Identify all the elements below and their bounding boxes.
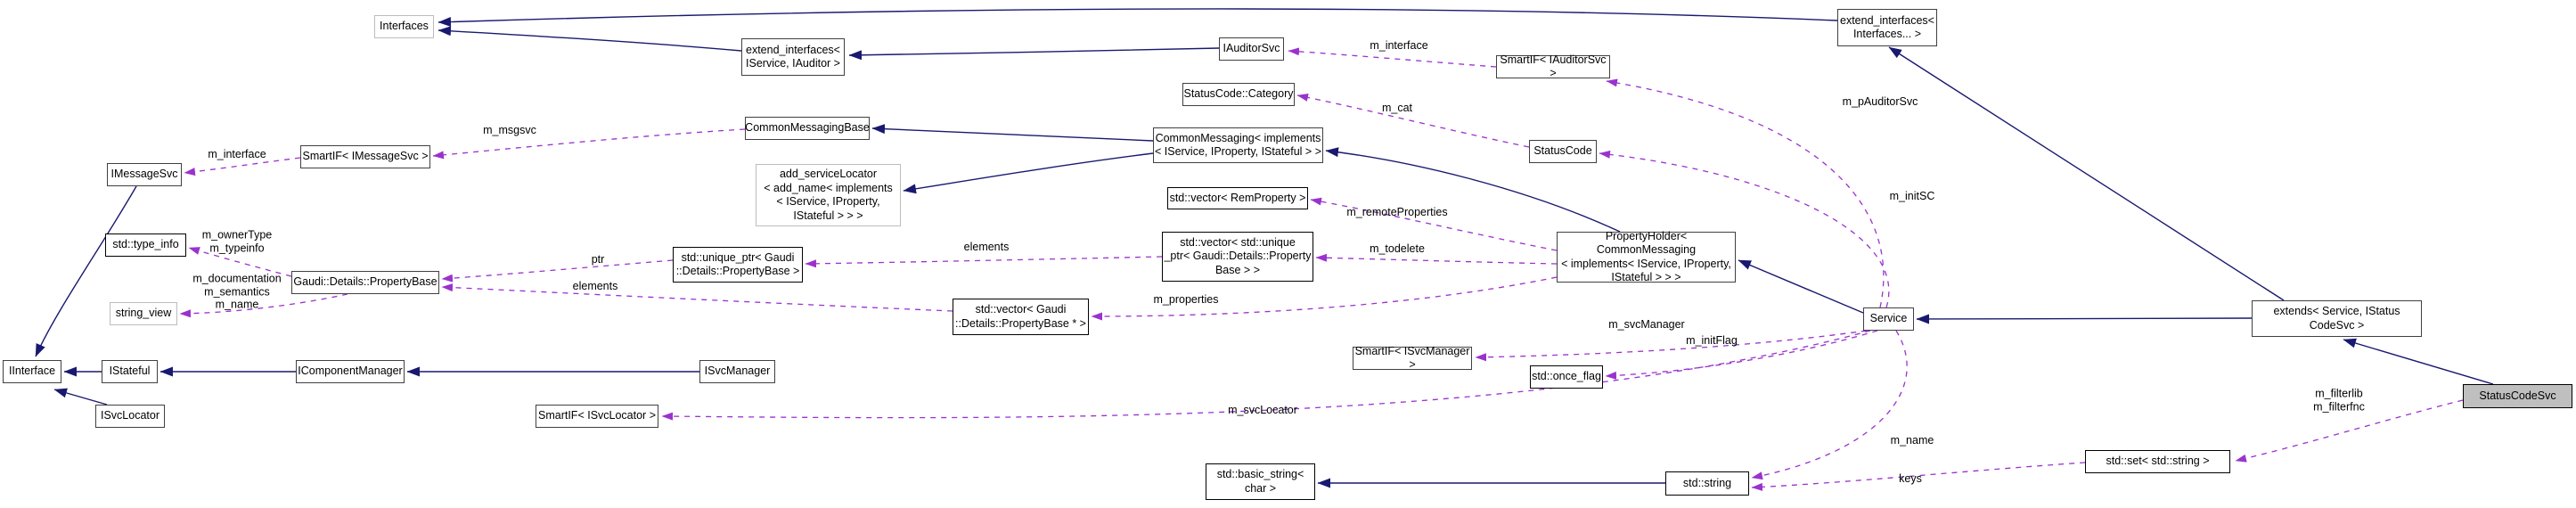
node-iinterface[interactable]: IInterface	[3, 360, 61, 383]
node-std-string[interactable]: std::string	[1665, 471, 1749, 496]
edge-label-smartif-imessagesvc-to-imessagesvc: m_interface	[208, 147, 266, 160]
node-isvcmanager[interactable]: ISvcManager	[699, 360, 775, 383]
edge-statuscodesvc-to-extends	[2343, 338, 2494, 385]
node-iauditorsvc[interactable]: IAuditorSvc	[1219, 37, 1284, 61]
edge-iauditorsvc-to-extend-interfaces	[848, 47, 1220, 61]
node-statuscode[interactable]: StatusCode	[1529, 140, 1597, 163]
node-propertybase[interactable]: Gaudi::Details::PropertyBase	[291, 271, 439, 294]
node-service[interactable]: Service	[1863, 307, 1914, 331]
node-set-string[interactable]: std::set< std::string >	[2085, 450, 2230, 473]
edge-label-statuscodesvc-to-set-string: m_filterlib m_filterfnc	[2313, 387, 2365, 414]
edge-label-propertybase-to-string-view: m_documentation m_semantics m_name	[192, 272, 282, 311]
edge-label-commonmessagingbase-to-smartif-imessagesvc: m_msgsvc	[483, 123, 536, 136]
edge-commonmessagingbase-to-smartif-imessagesvc	[432, 128, 746, 160]
edge-extend-interfaces-iservice-iauditor-to-interfaces	[438, 26, 742, 52]
node-vector-remproperty[interactable]: std::vector< RemProperty >	[1167, 187, 1308, 209]
edge-service-to-smartif-isvcmanager	[1475, 330, 1868, 362]
edge-label-service-to-once-flag: m_initFlag	[1686, 333, 1738, 347]
edge-label-vector-propertybase-ptr-to-propertybase: elements	[572, 279, 618, 292]
edge-service-to-smartif-isvclocator	[661, 330, 1871, 421]
edge-label-propertyholder-to-vector-propertybase-ptr: m_properties	[1153, 292, 1219, 306]
node-commonmessaging[interactable]: CommonMessaging< implements < IService, …	[1153, 127, 1323, 163]
edge-label-smartif-iauditorsvc-to-iauditorsvc: m_interface	[1370, 38, 1428, 52]
node-string-view: string_view	[110, 302, 177, 325]
node-unique-ptr[interactable]: std::unique_ptr< Gaudi ::Details::Proper…	[673, 247, 803, 283]
node-add-servicelocator: add_serviceLocator < add_name< implement…	[756, 164, 901, 226]
edge-vector-unique-ptr-to-unique-ptr	[805, 256, 1163, 268]
edge-smartif-imessagesvc-to-imessagesvc	[184, 157, 301, 176]
edge-label-propertyholder-to-vector-remproperty: m_remoteProperties	[1346, 205, 1448, 218]
edge-label-service-to-smartif-iauditorsvc: m_pAuditorSvc	[1842, 94, 1918, 108]
node-istateful[interactable]: IStateful	[102, 360, 158, 383]
edge-statuscodesvc-to-set-string	[2235, 399, 2464, 463]
edge-label-statuscode-to-category: m_cat	[1381, 101, 1413, 114]
node-statuscodesvc: StatusCodeSvc	[2463, 384, 2572, 408]
node-interfaces: Interfaces	[374, 15, 434, 38]
node-basic-string[interactable]: std::basic_string< char >	[1206, 463, 1315, 500]
node-commonmessagingbase[interactable]: CommonMessagingBase	[745, 117, 870, 140]
edge-commonmessaging-to-add-servicelocator	[903, 152, 1154, 194]
edge-isvclocator-to-iinterface	[53, 388, 108, 406]
edge-statuscode-to-category	[1296, 93, 1530, 148]
edge-label-service-to-std-string: m_name	[1890, 433, 1934, 447]
node-vector-propertybase-ptr[interactable]: std::vector< Gaudi ::Details::PropertyBa…	[953, 299, 1089, 335]
edge-vector-propertybase-ptr-to-propertybase	[441, 283, 953, 312]
edge-extends-to-service	[1916, 314, 2253, 324]
edge-label-service-to-statuscode: m_initSC	[1889, 189, 1935, 202]
edge-propertyholder-to-vector-unique-ptr	[1315, 253, 1558, 265]
edge-extends-to-extend-interfaces-interfaces	[1888, 46, 2285, 301]
node-icomponentmanager[interactable]: IComponentManager	[296, 360, 405, 383]
edge-imessagesvc-to-iinterface	[35, 185, 137, 357]
node-smartif-iauditorsvc[interactable]: SmartIF< IAuditorSvc >	[1496, 53, 1610, 79]
edge-commonmessaging-to-commonmessagingbase	[871, 124, 1154, 142]
edge-smartif-iauditorsvc-to-iauditorsvc	[1288, 47, 1497, 68]
edge-service-to-once-flag	[1605, 330, 1878, 380]
node-type-info[interactable]: std::type_info	[105, 234, 186, 257]
node-smartif-isvcmanager[interactable]: SmartIF< ISvcManager >	[1353, 345, 1472, 371]
edge-propertybase-to-type-info	[188, 247, 292, 277]
node-imessagesvc[interactable]: IMessageSvc	[107, 163, 182, 186]
edge-propertyholder-to-commonmessaging	[1325, 147, 1621, 233]
edge-set-string-to-std-string	[1751, 462, 2086, 491]
edge-label-propertyholder-to-vector-unique-ptr: m_todelete	[1370, 242, 1425, 255]
node-once-flag[interactable]: std::once_flag	[1530, 365, 1603, 389]
edge-label-set-string-to-std-string: keys	[1899, 471, 1922, 485]
node-smartif-isvclocator[interactable]: SmartIF< ISvcLocator >	[536, 405, 658, 428]
edge-label-service-to-smartif-isvclocator: m_svcLocator	[1228, 403, 1297, 416]
edge-extend-interfaces-interfaces-to-interfaces	[438, 8, 1838, 28]
node-vector-unique-ptr[interactable]: std::vector< std::unique _ptr< Gaudi::De…	[1162, 232, 1313, 282]
node-smartif-imessagesvc[interactable]: SmartIF< IMessageSvc >	[300, 145, 430, 168]
edge-propertyholder-to-vector-remproperty	[1310, 197, 1558, 251]
edge-service-to-propertyholder	[1738, 259, 1864, 314]
node-isvclocator[interactable]: ISvcLocator	[95, 405, 165, 428]
edge-propertyholder-to-vector-propertybase-ptr	[1091, 276, 1558, 321]
edge-label-unique-ptr-to-propertybase: ptr	[591, 252, 605, 266]
node-extends-service-istatuscodesvc[interactable]: extends< Service, IStatus CodeSvc >	[2252, 300, 2422, 337]
edge-unique-ptr-to-propertybase	[441, 259, 674, 283]
edge-service-to-smartif-iauditorsvc	[1606, 78, 1885, 308]
edge-label-service-to-smartif-isvcmanager: m_svcManager	[1608, 317, 1685, 331]
edge-propertybase-to-string-view	[179, 293, 348, 318]
node-propertyholder[interactable]: PropertyHolder< CommonMessaging < implem…	[1557, 230, 1736, 283]
node-extend-interfaces-iservice-iauditor[interactable]: extend_interfaces< IService, IAuditor >	[741, 38, 845, 76]
node-extend-interfaces-interfaces[interactable]: extend_interfaces< Interfaces... >	[1837, 9, 1937, 46]
edge-label-vector-unique-ptr-to-unique-ptr: elements	[963, 240, 1010, 253]
edge-label-propertybase-to-type-info: m_ownerType m_typeinfo	[201, 228, 273, 255]
node-statuscode-category[interactable]: StatusCode::Category	[1182, 83, 1295, 106]
edge-service-to-std-string	[1751, 330, 1908, 480]
